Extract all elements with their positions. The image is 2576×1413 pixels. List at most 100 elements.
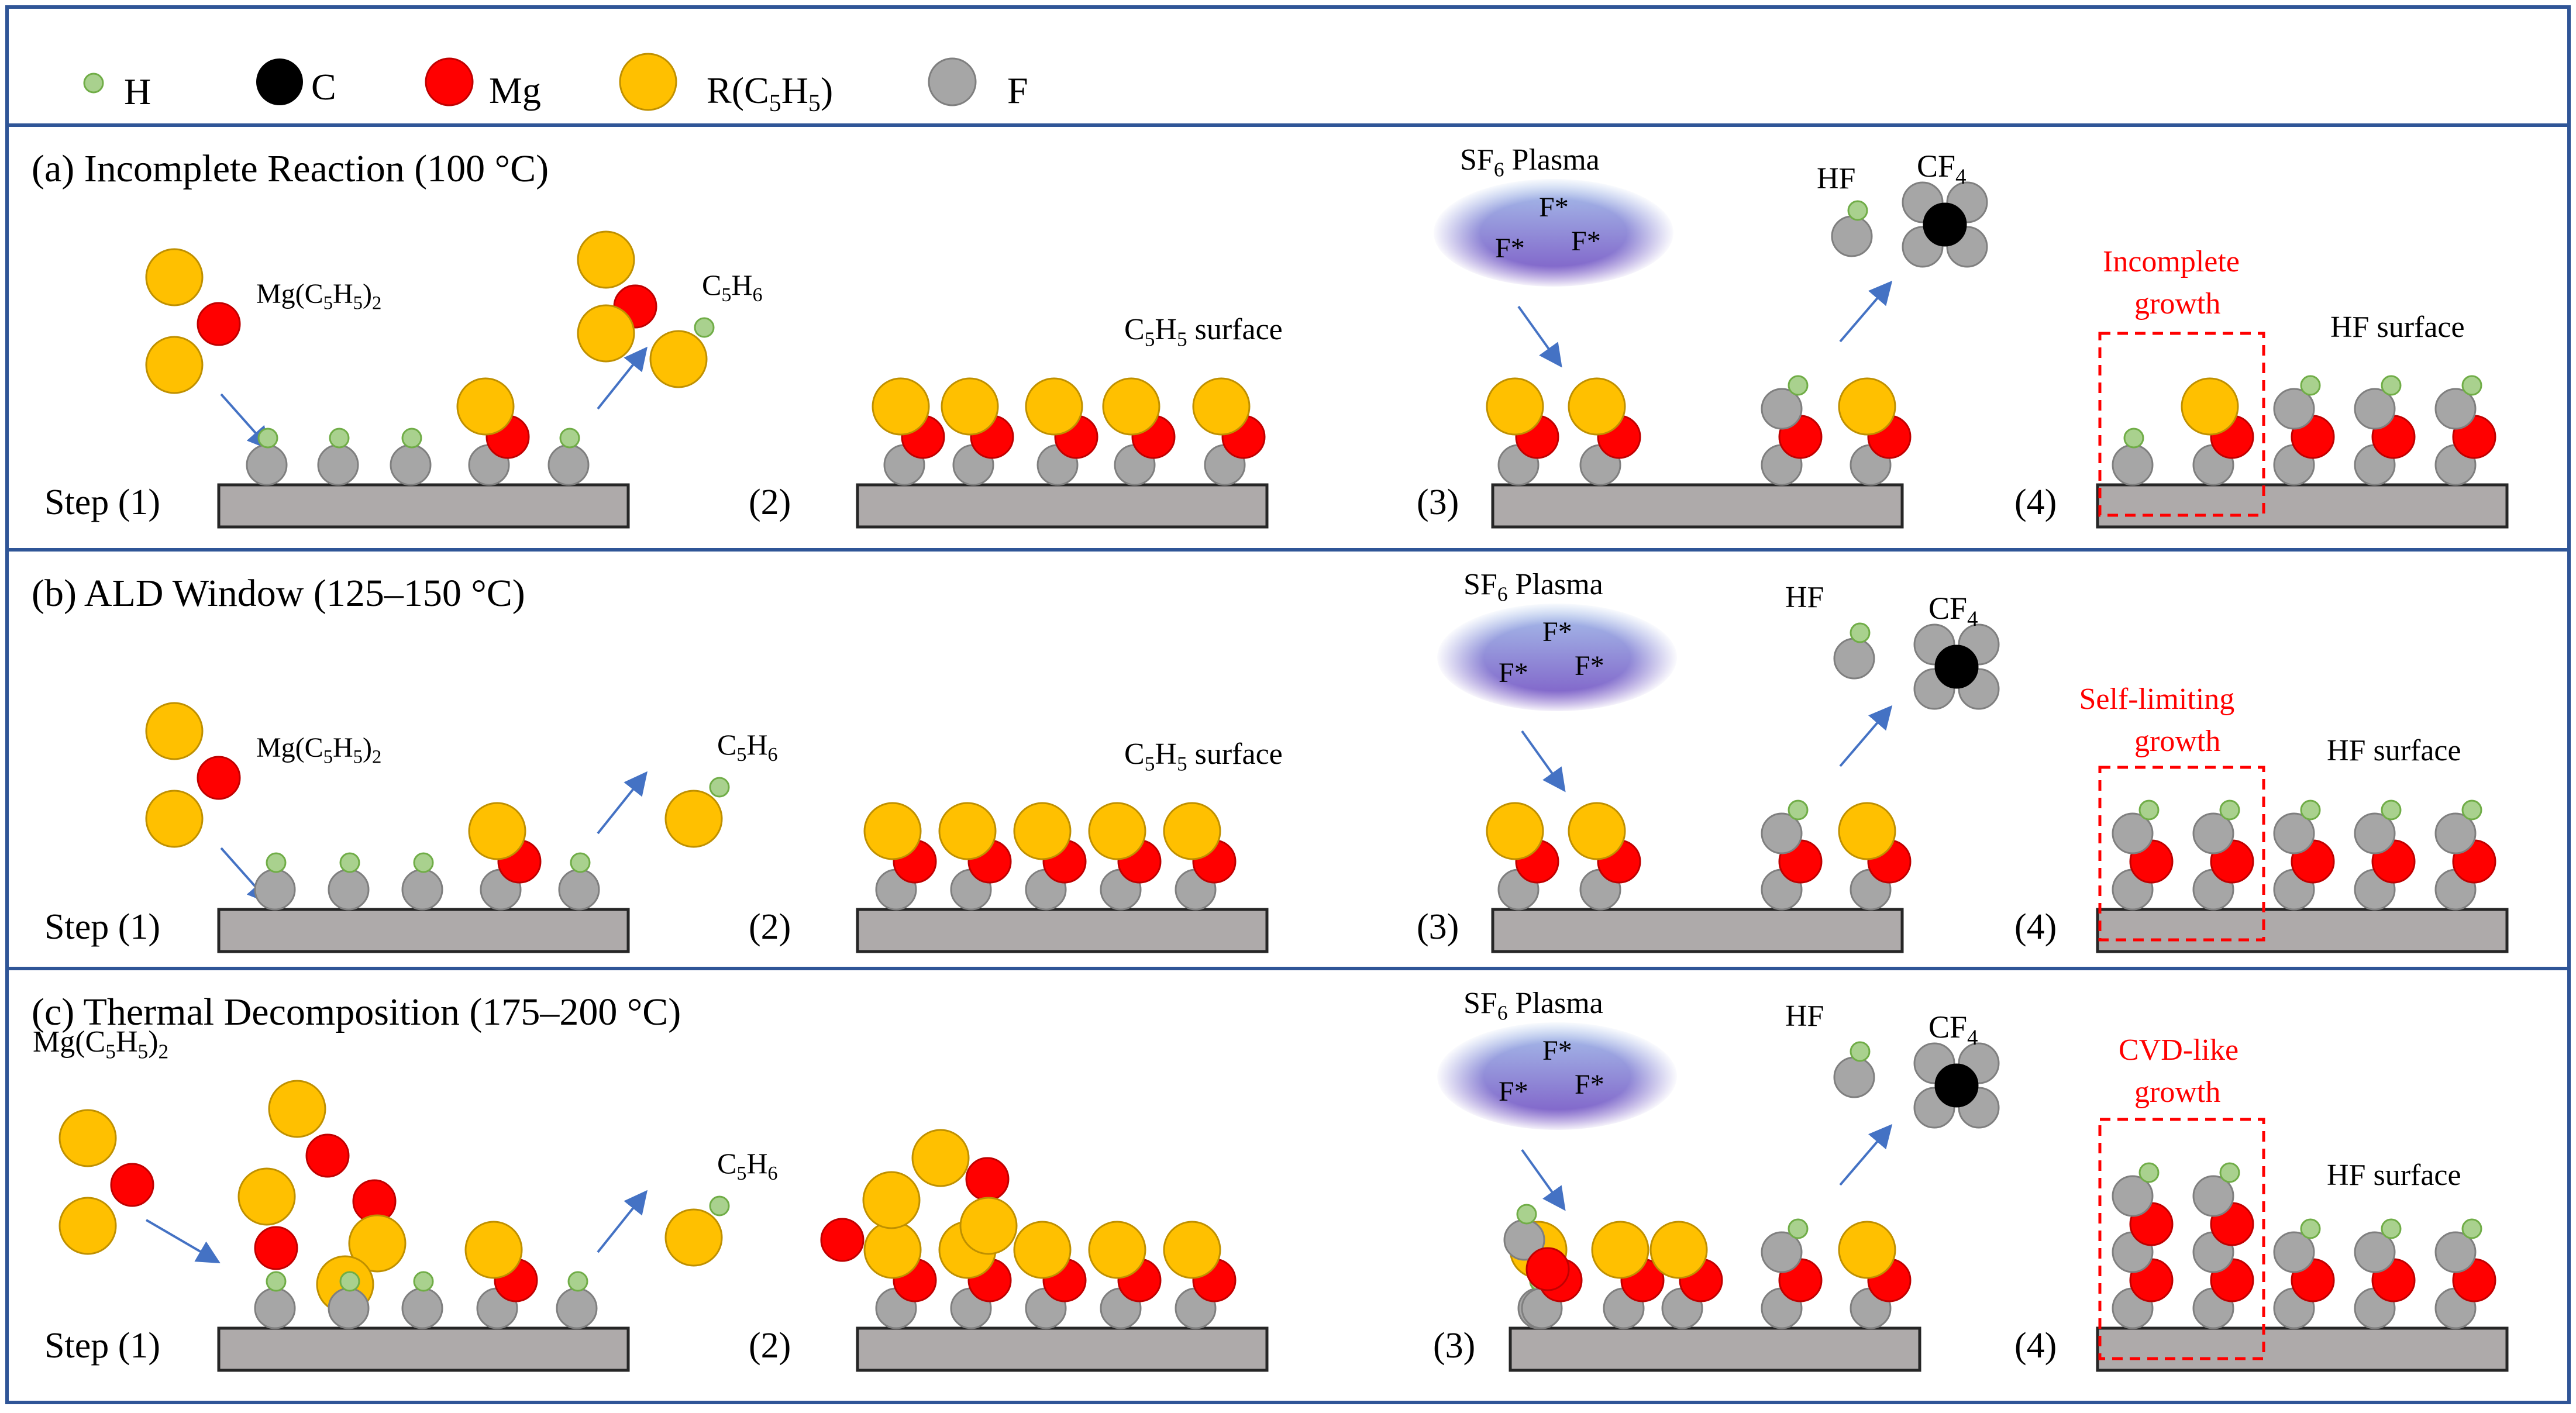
step-label-2: (2)	[749, 1326, 791, 1366]
f-radical: F*	[1499, 657, 1528, 688]
r-ligand	[1568, 802, 1626, 860]
h-atom	[329, 428, 350, 449]
h-atom	[2138, 1162, 2160, 1183]
r-ligand	[456, 377, 515, 436]
surface-f-atom	[254, 1287, 296, 1329]
r-ligand	[911, 1129, 970, 1187]
legend-h-label: H	[124, 71, 151, 112]
h-atom	[709, 1195, 730, 1216]
r-ligand	[1486, 802, 1544, 860]
r-ligand	[145, 790, 204, 848]
hf-h-atom	[1850, 622, 1871, 643]
legend: H C Mg R(C5H5) F	[83, 53, 1028, 117]
mg-atom	[197, 756, 241, 800]
f-atom	[1761, 388, 1803, 430]
h-atom	[2300, 375, 2321, 396]
h-atom	[401, 428, 422, 449]
f-atom	[2192, 1175, 2234, 1217]
h-atom	[2219, 1162, 2240, 1183]
r-ligand	[1163, 1221, 1221, 1279]
hf-surface-label: HF surface	[2327, 1159, 2461, 1192]
h-atom	[2123, 428, 2144, 449]
hf-label: HF	[1817, 162, 1855, 195]
plasma-cloud-glow	[1435, 602, 1679, 713]
f-atom	[2434, 1231, 2477, 1273]
growth-highlight-box	[2098, 766, 2265, 942]
surface-f-atom	[328, 869, 370, 911]
r-ligand	[664, 790, 723, 848]
r-ligand	[464, 1221, 523, 1279]
legend-h-atom	[83, 73, 104, 94]
r-ligand	[577, 304, 635, 363]
plasma-arrow	[1521, 1149, 1566, 1211]
f-atom	[2112, 1175, 2154, 1217]
h-atom	[570, 852, 591, 873]
step-label-3: (3)	[1433, 1326, 1475, 1366]
cf4-label: CF4	[1928, 1009, 1978, 1049]
substrate-step1	[217, 483, 630, 529]
cf4-label: CF4	[1917, 149, 1966, 188]
f-atom	[2354, 1231, 2396, 1273]
legend-f-label: F	[1007, 70, 1028, 111]
surface-f-atom	[401, 869, 443, 911]
growth-label-line2: growth	[2134, 725, 2220, 758]
f-atom	[2434, 388, 2477, 430]
r-ligand	[58, 1197, 117, 1255]
step-label-2: (2)	[749, 907, 791, 947]
c5h5-surface-label: C5H5 surface	[1124, 737, 1283, 775]
r-ligand	[1013, 1221, 1072, 1279]
r-ligand	[1192, 377, 1251, 436]
panel-title: (c) Thermal Decomposition (175–200 °C)	[32, 991, 681, 1033]
substrate-step1	[217, 908, 630, 953]
hf-surface-label: HF surface	[2330, 311, 2465, 344]
panel-title: (b) ALD Window (125–150 °C)	[32, 572, 525, 615]
h-atom	[2461, 1218, 2482, 1239]
step-label-4: (4)	[2014, 907, 2057, 947]
r-ligand	[1013, 802, 1072, 860]
r-ligand	[959, 1197, 1018, 1255]
legend-r-label: R(C5H5)	[707, 70, 833, 117]
r-ligand	[237, 1167, 296, 1226]
h-atom	[266, 1271, 287, 1292]
hf-f-atom	[1831, 215, 1873, 257]
hf-surface-label: HF surface	[2327, 734, 2461, 767]
hf-label: HF	[1785, 581, 1824, 614]
substrate-step3	[1509, 1326, 1921, 1372]
legend-c-label: C	[311, 66, 336, 108]
r-ligand	[268, 1080, 326, 1138]
h-atom	[567, 1271, 588, 1292]
r-ligand	[1088, 1221, 1146, 1279]
f-atom	[2273, 812, 2315, 854]
legend-f-atom	[928, 57, 977, 106]
panel-c: (c) Thermal Decomposition (175–200 °C)St…	[32, 987, 2509, 1372]
h-atom	[413, 1271, 434, 1292]
precursor-label: Mg(C5H5)2	[33, 1025, 168, 1063]
h-atom	[1788, 1218, 1809, 1239]
h-atom	[257, 428, 278, 449]
substrate-step3	[1491, 908, 1904, 953]
surface-f-atom	[547, 444, 590, 486]
h-atom	[2381, 799, 2402, 821]
outer-frame	[5, 5, 2571, 1404]
f-atom	[1761, 812, 1803, 854]
h-atom	[2461, 375, 2482, 396]
substrate-step4	[2096, 908, 2509, 953]
h-atom	[1516, 1204, 1537, 1225]
plasma-cloud-glow	[1432, 177, 1675, 288]
r-ligand	[1838, 802, 1896, 860]
f-radical: F*	[1542, 1035, 1572, 1066]
precursor-label: Mg(C5H5)2	[256, 732, 381, 768]
f-atom	[2354, 388, 2396, 430]
r-ligand	[1591, 1221, 1649, 1279]
surface-f-atom	[2112, 444, 2154, 486]
mg-atom	[965, 1157, 1010, 1201]
plasma-arrow	[1517, 305, 1562, 368]
f-radical: F*	[1539, 192, 1569, 223]
sf6-plasma	[1432, 177, 1675, 288]
f-atom	[2354, 812, 2396, 854]
c-atom	[1934, 645, 1979, 689]
growth-highlight-box	[2098, 332, 2265, 517]
r-ligand	[1838, 377, 1896, 436]
h-atom	[2300, 799, 2321, 821]
f-atom	[2434, 812, 2477, 854]
